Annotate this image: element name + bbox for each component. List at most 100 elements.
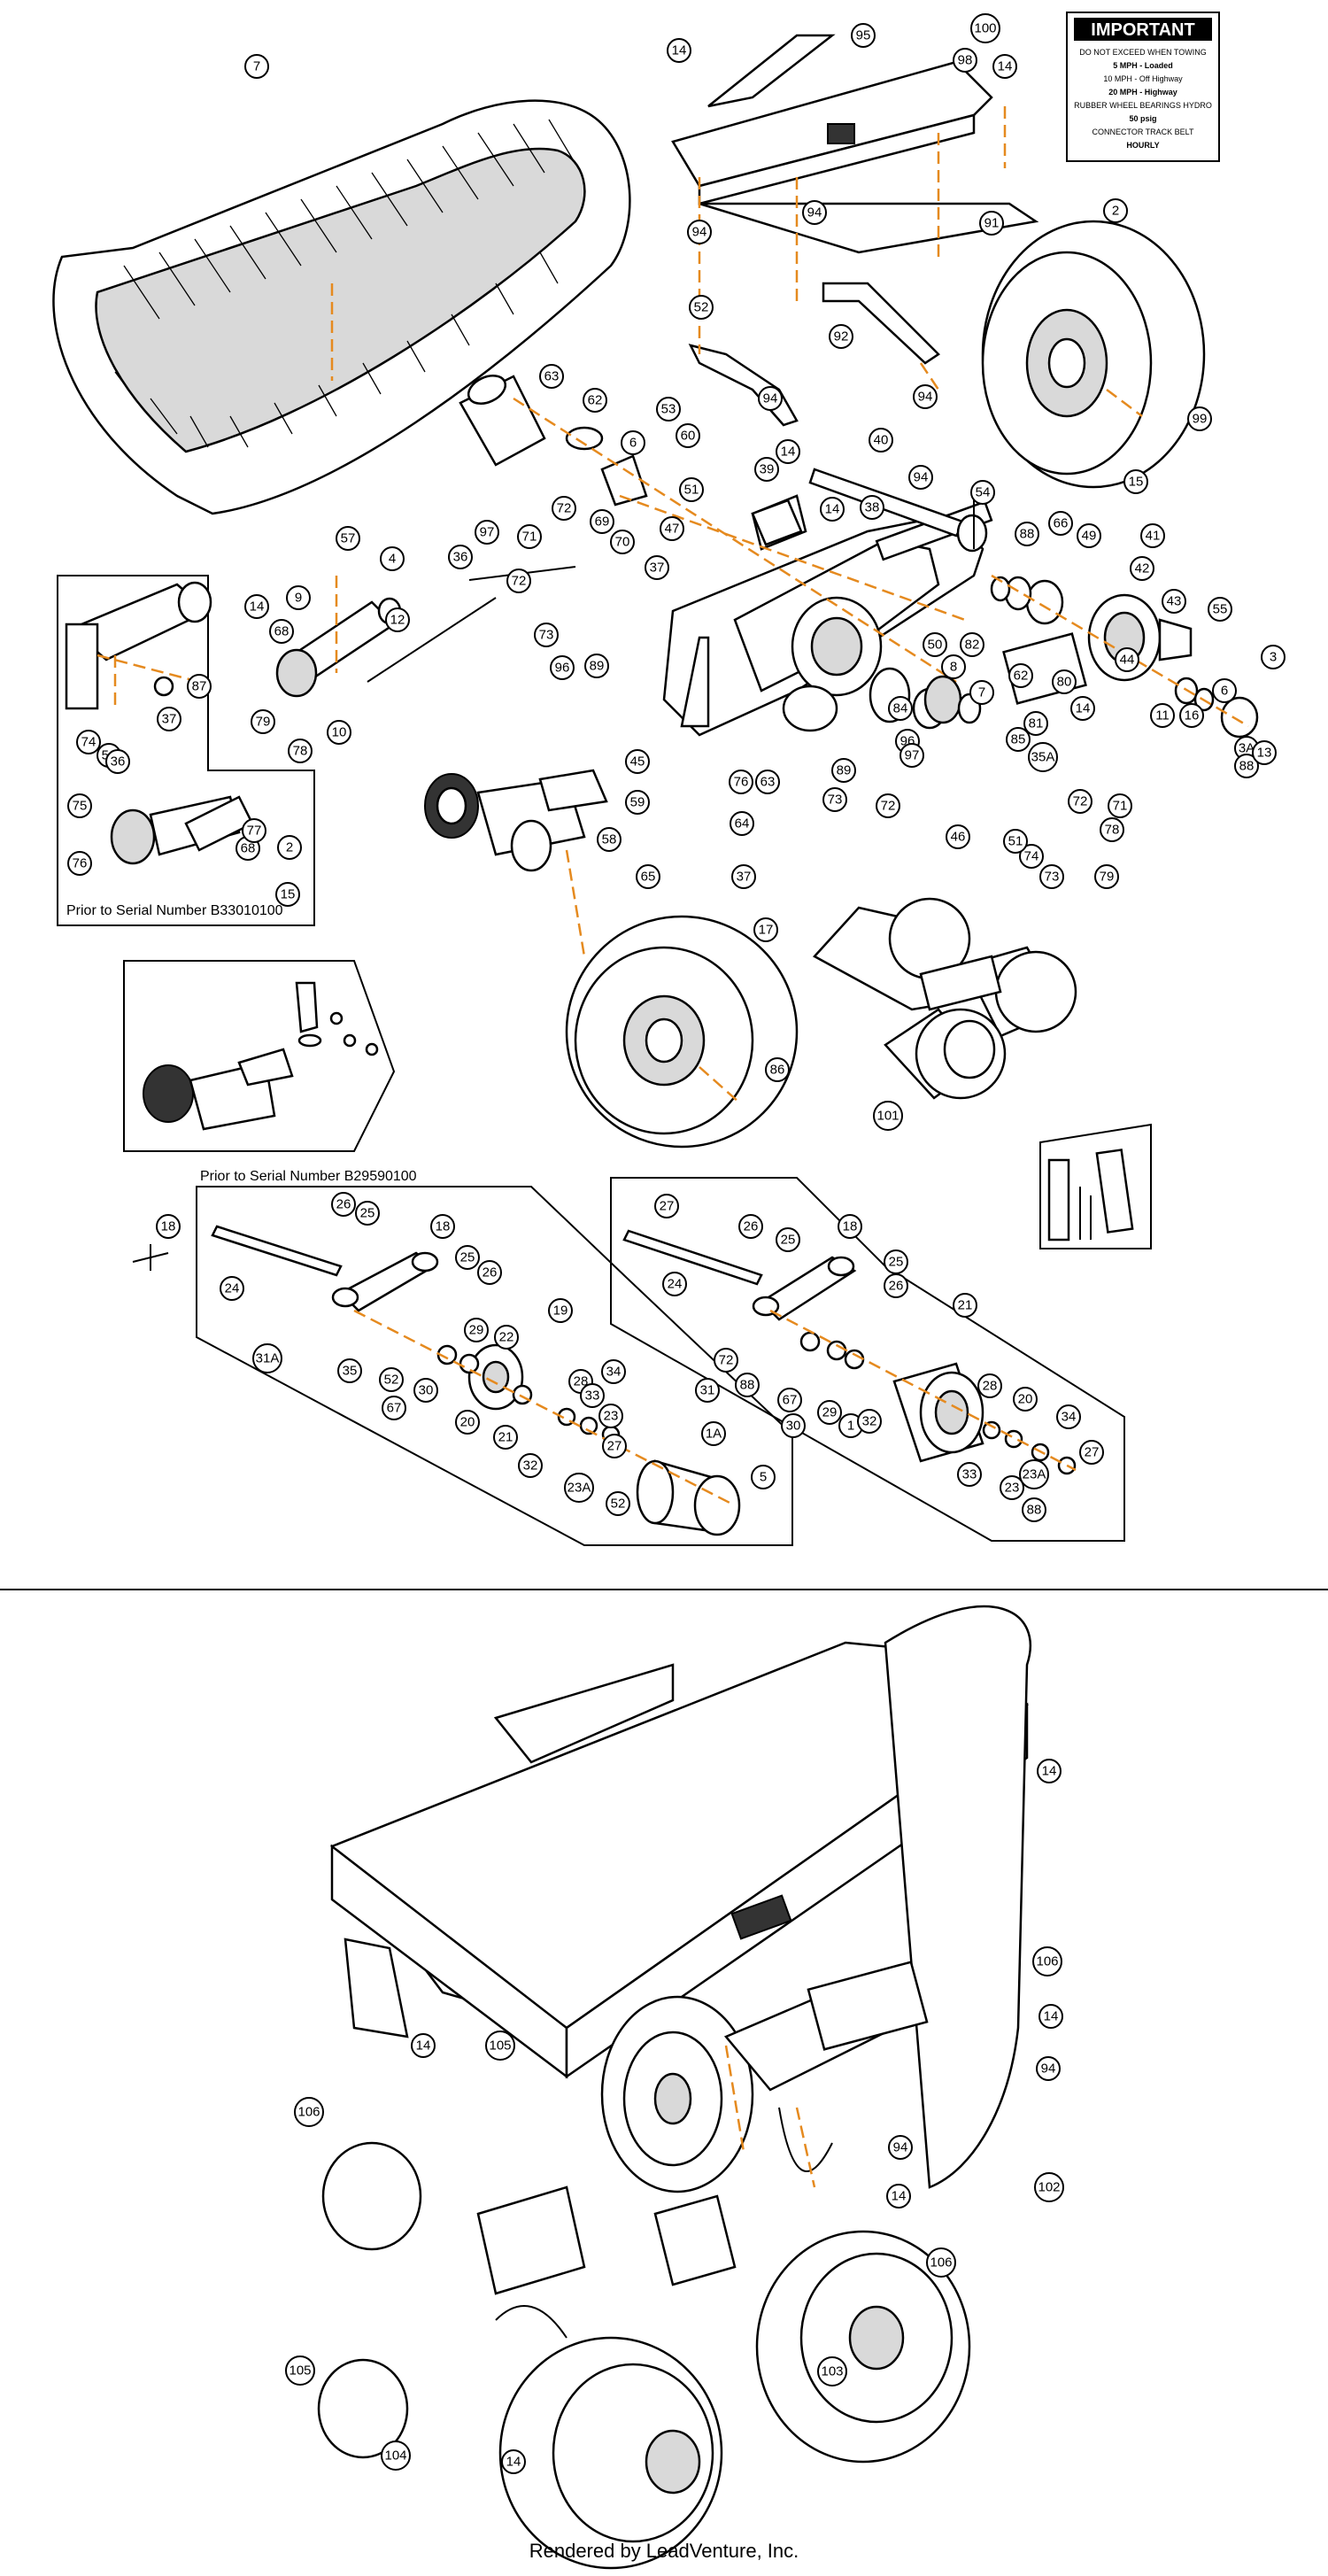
callout-105: 105 bbox=[285, 2356, 315, 2386]
callout-7: 7 bbox=[244, 54, 269, 79]
callout-label: 13 bbox=[1257, 746, 1272, 761]
callout-10: 10 bbox=[327, 720, 351, 745]
callout-68: 68 bbox=[269, 619, 294, 644]
callout-45: 45 bbox=[625, 749, 650, 774]
callout-label: 23A bbox=[567, 1481, 591, 1496]
decal-line: 50 psig bbox=[1129, 114, 1156, 123]
drive-hub bbox=[424, 769, 608, 957]
callout-label: 14 bbox=[1044, 2009, 1059, 2024]
callout-8: 8 bbox=[941, 654, 966, 679]
callout-label: 26 bbox=[889, 1279, 904, 1294]
callout-label: 3 bbox=[1270, 650, 1277, 665]
callout-label: 24 bbox=[225, 1281, 240, 1296]
callout-75: 75 bbox=[67, 793, 92, 818]
callout-86: 86 bbox=[765, 1057, 790, 1082]
callout-46: 46 bbox=[946, 824, 970, 849]
callout-label: 97 bbox=[905, 748, 920, 763]
callout-label: 79 bbox=[256, 715, 271, 730]
callout-87: 87 bbox=[187, 674, 212, 699]
callout-6: 6 bbox=[621, 430, 645, 455]
callout-label: 105 bbox=[289, 2363, 311, 2379]
callout-30: 30 bbox=[413, 1378, 438, 1403]
callout-label: 46 bbox=[951, 830, 966, 845]
bearings-center bbox=[869, 667, 982, 730]
callout-67: 67 bbox=[382, 1396, 406, 1420]
callout-15: 15 bbox=[1123, 469, 1148, 494]
callout-label: 15 bbox=[1129, 475, 1144, 490]
callout-label: 66 bbox=[1054, 516, 1069, 531]
roller-box-left: Prior to Serial Number B29590100 bbox=[196, 1169, 793, 1546]
callout-19: 19 bbox=[548, 1298, 573, 1323]
callout-label: 62 bbox=[588, 393, 603, 408]
callout-1a: 1A bbox=[701, 1421, 726, 1446]
callout-3: 3 bbox=[1261, 645, 1286, 669]
callout-label: 14 bbox=[825, 502, 840, 517]
callout-14: 14 bbox=[667, 38, 691, 63]
shaft-63 bbox=[459, 375, 966, 684]
decal-title: IMPORTANT bbox=[1091, 20, 1194, 40]
callout-40: 40 bbox=[869, 428, 893, 453]
callout-23a: 23A bbox=[1019, 1459, 1049, 1489]
callout-label: 94 bbox=[763, 391, 778, 406]
callout-80: 80 bbox=[1052, 669, 1077, 694]
callout-33: 33 bbox=[957, 1462, 982, 1487]
callout-67: 67 bbox=[777, 1388, 802, 1412]
callout-74: 74 bbox=[1019, 844, 1044, 869]
callout-label: 73 bbox=[1045, 870, 1060, 885]
callout-label: 94 bbox=[893, 2140, 908, 2155]
shaft-9 bbox=[275, 566, 576, 698]
callout-21: 21 bbox=[493, 1425, 518, 1450]
callout-label: 88 bbox=[1020, 527, 1035, 542]
decal-line: 10 MPH - Off Highway bbox=[1103, 74, 1183, 83]
callout-81: 81 bbox=[1023, 711, 1048, 736]
callout-32: 32 bbox=[518, 1453, 543, 1478]
callout-94: 94 bbox=[802, 200, 827, 225]
roller-assembly-17 bbox=[813, 897, 1077, 1100]
callout-25: 25 bbox=[776, 1227, 800, 1252]
callout-label: 88 bbox=[1027, 1503, 1042, 1518]
callout-label: 65 bbox=[641, 870, 656, 885]
callout-label: 14 bbox=[1076, 701, 1091, 716]
callout-label: 36 bbox=[111, 754, 126, 770]
callout-label: 67 bbox=[783, 1393, 798, 1408]
callout-94: 94 bbox=[908, 465, 933, 490]
callout-14: 14 bbox=[244, 594, 269, 619]
callout-23: 23 bbox=[1000, 1475, 1024, 1500]
callout-label: 21 bbox=[958, 1298, 973, 1313]
callout-label: 9 bbox=[295, 591, 302, 606]
callout-14: 14 bbox=[1070, 696, 1095, 721]
track-belt bbox=[52, 99, 631, 515]
callout-label: 71 bbox=[522, 530, 537, 545]
callout-14: 14 bbox=[886, 2184, 911, 2209]
callout-label: 106 bbox=[1036, 1954, 1058, 1969]
callout-5: 5 bbox=[751, 1465, 776, 1489]
callout-label: 14 bbox=[892, 2189, 907, 2204]
callout-label: 45 bbox=[630, 754, 645, 770]
callout-label: 5 bbox=[760, 1470, 767, 1485]
callout-label: 99 bbox=[1193, 412, 1208, 427]
callout-55: 55 bbox=[1208, 597, 1232, 622]
callout-94: 94 bbox=[888, 2135, 913, 2160]
callout-label: 14 bbox=[1042, 1764, 1057, 1779]
callout-label: 10 bbox=[332, 725, 347, 740]
callout-label: 24 bbox=[668, 1277, 683, 1292]
callout-label: 55 bbox=[1213, 602, 1228, 617]
callout-label: 102 bbox=[1038, 2180, 1060, 2195]
callout-label: 72 bbox=[1073, 794, 1088, 809]
callout-label: 103 bbox=[821, 2364, 843, 2379]
callout-96: 96 bbox=[550, 655, 575, 680]
callout-26: 26 bbox=[477, 1260, 502, 1285]
serial-note-b29590100: Prior to Serial Number B29590100 bbox=[200, 1169, 417, 1184]
inset-b33010100: Prior to Serial Number B33010100 bbox=[57, 575, 315, 926]
callout-label: 81 bbox=[1029, 716, 1044, 731]
callout-105: 105 bbox=[485, 2031, 515, 2061]
callout-15: 15 bbox=[275, 882, 300, 907]
callout-label: 37 bbox=[162, 712, 177, 727]
callout-26: 26 bbox=[738, 1214, 763, 1239]
callout-44: 44 bbox=[1115, 647, 1139, 672]
callout-label: 72 bbox=[557, 501, 572, 516]
callout-label: 25 bbox=[360, 1206, 375, 1221]
callout-34: 34 bbox=[601, 1359, 626, 1384]
callout-label: 19 bbox=[553, 1303, 568, 1319]
